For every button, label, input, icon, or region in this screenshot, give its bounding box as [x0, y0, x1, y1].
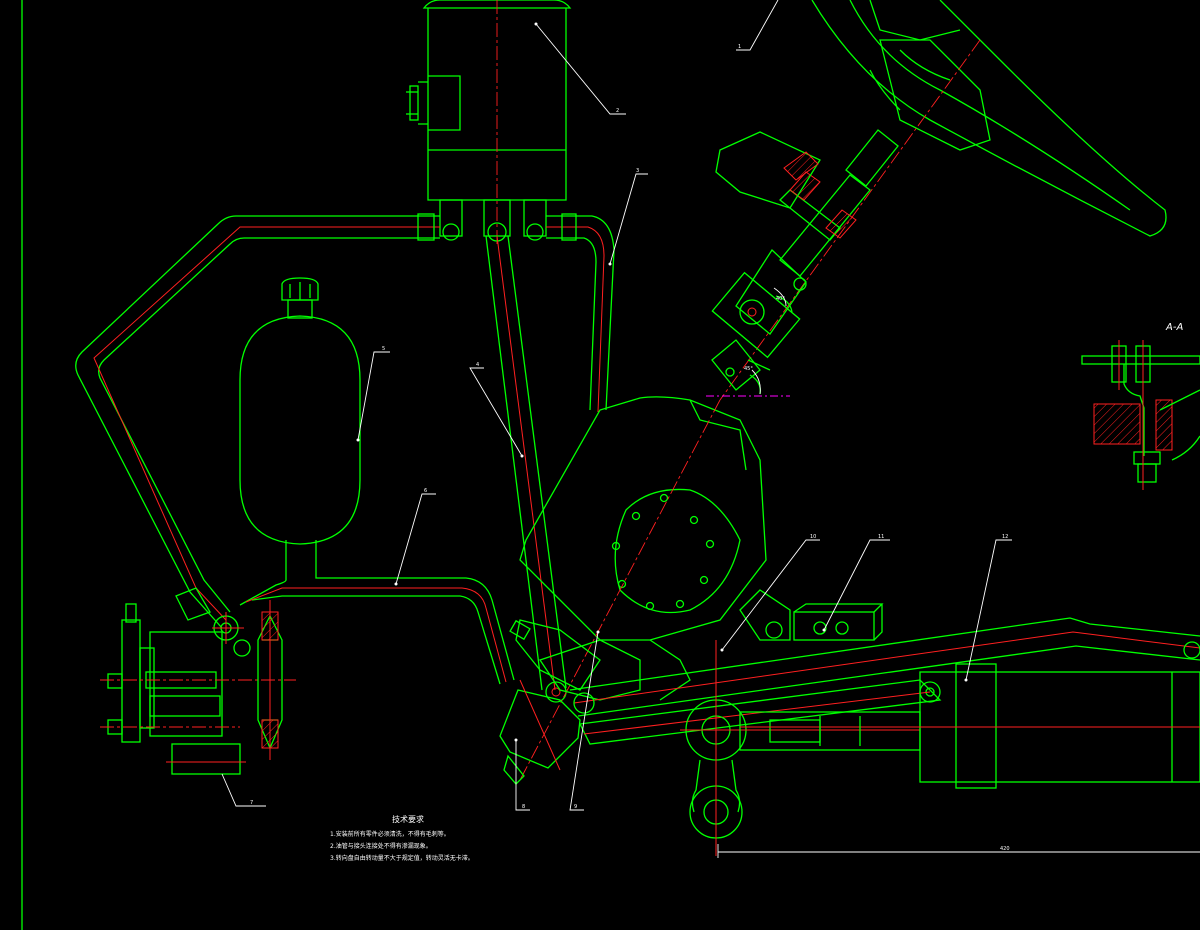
power-cylinder: [739, 663, 1200, 789]
balloon-8: 8: [522, 804, 525, 810]
notes-line-2: 2.油管与接头连接处不得有渗漏现象。: [330, 842, 432, 850]
balloon-1: 1: [738, 44, 741, 50]
angle-annotations: 40° 45°: [744, 287, 787, 395]
balloon-4: 4: [476, 362, 479, 368]
balloon-numbers: 1 2 3 4 5 6 7 8 9 10 11 12: [250, 44, 1008, 810]
angle-label-lower: 45°: [744, 366, 753, 372]
balloon-5: 5: [382, 346, 385, 352]
dimension-420: 420: [717, 844, 1200, 858]
angle-label-upper: 40°: [776, 296, 785, 302]
drag-link: [569, 617, 1200, 717]
pitman-arm: [579, 640, 942, 856]
balloon-3: 3: [636, 168, 639, 174]
notes-line-3: 3.转向盘自由转动量不大于规定值，转动灵活无卡滞。: [330, 854, 474, 862]
balloon-6: 6: [424, 488, 427, 494]
balloon-9: 9: [574, 804, 577, 810]
oil-reservoir: [406, 0, 572, 245]
control-valve: [499, 639, 691, 785]
technical-notes: 技术要求 1.安装前所有零件必须清洗，不得有毛刺等。 2.油管与接头连接处不得有…: [330, 814, 474, 862]
accumulator: [239, 277, 361, 545]
section-label: A-A: [1165, 322, 1183, 333]
steering-column: [711, 129, 899, 395]
dimension-value: 420: [1000, 846, 1010, 852]
leader-lines: [221, 0, 1012, 811]
balloon-2: 2: [616, 108, 619, 114]
notes-title: 技术要求: [392, 814, 424, 824]
power-steering-pump: [100, 600, 296, 775]
pipe-center-high: [485, 235, 567, 703]
steering-gear-box: [509, 396, 791, 781]
mounting-bracket: [793, 603, 884, 641]
pipe-right-return: [546, 213, 615, 413]
section-a-a-view: A-A: [1081, 322, 1200, 490]
balloon-7: 7: [250, 800, 253, 806]
pipe-left-return: [75, 213, 440, 629]
balloon-11: 11: [878, 534, 884, 540]
balloon-12: 12: [1002, 534, 1008, 540]
notes-line-1: 1.安装前所有零件必须清洗，不得有毛刺等。: [330, 830, 450, 838]
steering-wheel: [719, 0, 1167, 401]
balloon-10: 10: [810, 534, 816, 540]
pipe-accumulator: [239, 540, 515, 685]
